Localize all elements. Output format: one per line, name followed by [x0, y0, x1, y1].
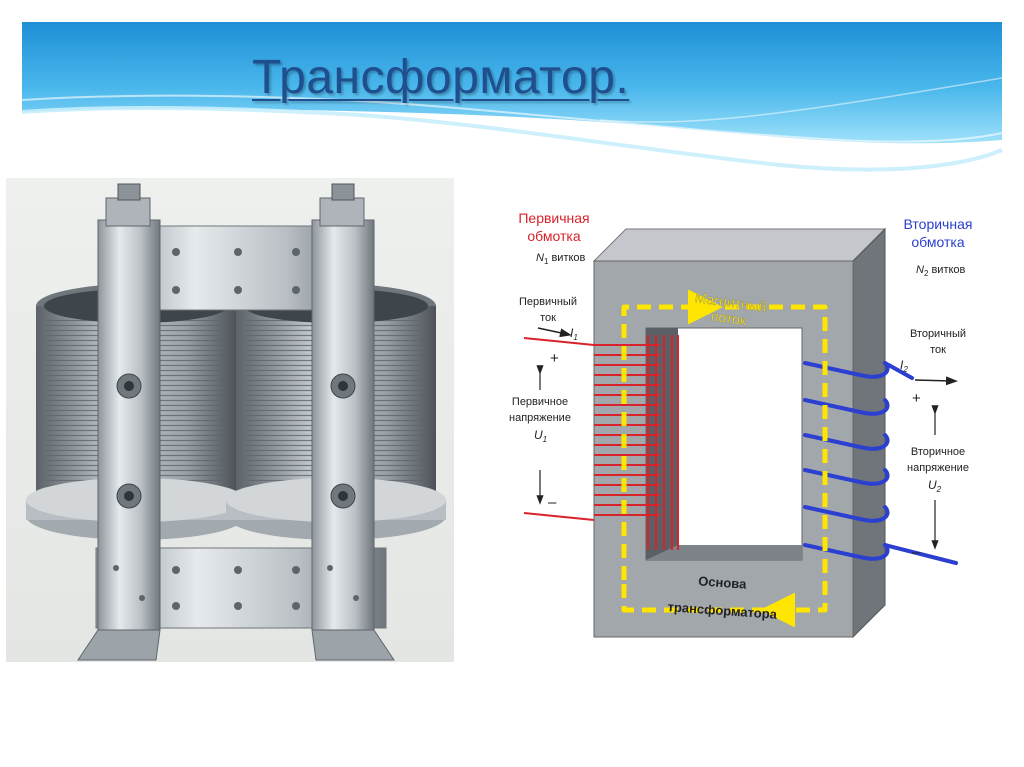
secondary-current-arrow — [915, 380, 952, 381]
secondary-voltage-symbol: U2 — [928, 478, 942, 494]
primary-current-symbol: I1 — [570, 326, 578, 342]
secondary-plus-sign: + — [912, 390, 921, 407]
secondary-voltage-label-1: Вторичное — [911, 446, 965, 458]
secondary-voltage-label-2: напряжение — [907, 462, 969, 474]
secondary-winding-title-2: обмотка — [911, 234, 964, 250]
primary-current-label-2: ток — [540, 312, 556, 324]
secondary-turns-label: N2 витков — [916, 264, 966, 278]
primary-winding-title-1: Первичная — [518, 210, 589, 226]
transformer-diagram: Первичная обмотка N1 витков Вторичная об… — [500, 195, 1000, 645]
primary-turns-label: N1 витков — [536, 252, 586, 266]
primary-voltage-label-2: напряжение — [509, 412, 571, 424]
primary-plus-sign: + — [550, 350, 559, 367]
secondary-winding-title-1: Вторичная — [904, 216, 973, 232]
primary-winding-title-2: обмотка — [527, 228, 580, 244]
secondary-current-symbol: I2 — [900, 358, 908, 374]
primary-current-arrow — [538, 328, 566, 334]
primary-voltage-label-1: Первичное — [512, 396, 568, 408]
secondary-current-label-1: Вторичный — [910, 328, 966, 340]
secondary-current-label-2: ток — [930, 344, 946, 356]
slide-title: Трансформатор. — [252, 50, 629, 105]
primary-minus-sign: – — [548, 494, 557, 511]
transformer-illustration — [6, 178, 454, 662]
primary-current-label-1: Первичный — [519, 296, 577, 308]
secondary-minus-sign: – — [912, 544, 921, 561]
primary-voltage-symbol: U1 — [534, 428, 547, 444]
